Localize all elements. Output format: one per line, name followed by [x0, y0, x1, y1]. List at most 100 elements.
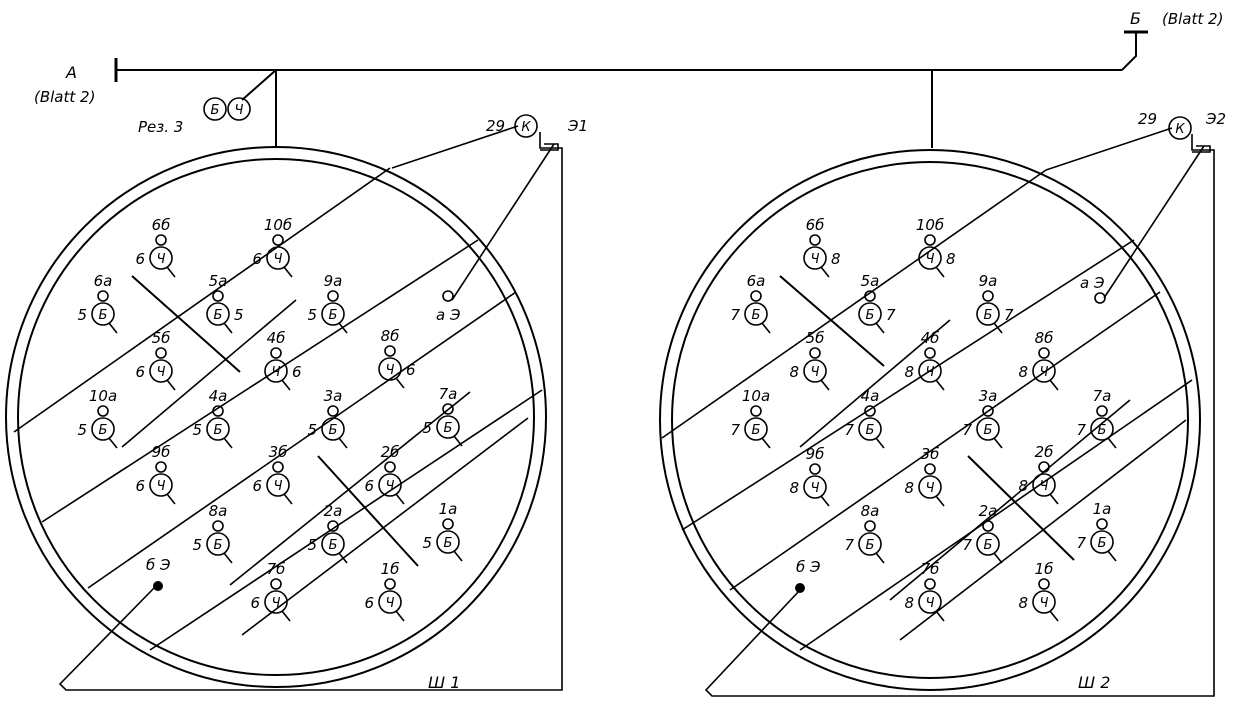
pin-label: 7б [267, 560, 286, 578]
pin-marker [1096, 405, 1108, 417]
pin-label: 8б [381, 327, 400, 345]
pin-kind-letter: Ч [157, 479, 166, 494]
pin-label: 3а [324, 387, 343, 405]
pin-label: 6б [806, 216, 825, 234]
pin-marker [212, 405, 224, 417]
pin-wire-number: 8 [789, 363, 799, 381]
pin-kind-letter: Ч [926, 365, 935, 380]
pin-kind-circle [206, 532, 230, 556]
pin-tail [993, 552, 1003, 564]
pin-label: 2б [1035, 443, 1054, 461]
pin-d-e-marker [153, 581, 163, 591]
pin-kind-letter: Б [1098, 536, 1107, 551]
pin-marker [327, 290, 339, 302]
pin-kind-circle [803, 359, 827, 383]
pin-a-e-label: а Э [1080, 274, 1105, 292]
pin-wire-number: 6 [250, 594, 260, 612]
pin-tail [1049, 379, 1059, 391]
pin-kind-letter: Ч [811, 365, 820, 380]
pin-label: 3а [979, 387, 998, 405]
pin-kind-circle [436, 530, 460, 554]
pin-tail [223, 437, 233, 449]
pin-label: 3б [921, 445, 940, 463]
pin-wire-number: 8 [904, 479, 914, 497]
ground-label: Э1 [567, 117, 588, 135]
pin-kind-circle [321, 417, 345, 441]
pin-tail [283, 493, 293, 505]
pin-label: 5а [209, 272, 228, 290]
pin-wire-number: 6 [252, 477, 262, 495]
pin-label: 6б [152, 216, 171, 234]
pin-wire-number: 8 [1018, 477, 1028, 495]
pin-tail [453, 435, 463, 447]
pin-wire-number: 5 [307, 536, 317, 554]
pin-marker [864, 290, 876, 302]
pin-marker [982, 520, 994, 532]
pin-kind-circle [1090, 417, 1114, 441]
pin-kind-circle [266, 246, 290, 270]
pin-marker [97, 290, 109, 302]
pin-kind-circle [91, 302, 115, 326]
pin-kind-circle [321, 532, 345, 556]
shield-k-circle [514, 114, 538, 138]
bus-a-sheet: (Blatt 2) [34, 88, 95, 106]
pin-wire-number: 8 [831, 250, 841, 268]
pin-tail [820, 379, 830, 391]
pin-marker [384, 345, 396, 357]
pin-label: 9б [152, 443, 171, 461]
pin-tail [281, 610, 291, 622]
pin-label: 9б [806, 445, 825, 463]
pin-marker [750, 405, 762, 417]
pin-kind-letter: Б [214, 538, 223, 553]
pin-kind-circle [321, 302, 345, 326]
pin-kind-letter: Б [866, 423, 875, 438]
pin-wire-number: 7 [962, 536, 972, 554]
pin-kind-circle [149, 359, 173, 383]
pin-marker [982, 405, 994, 417]
pin-tail [761, 437, 771, 449]
pin-wire-number: 6 [135, 477, 145, 495]
pin-marker [1038, 347, 1050, 359]
pin-marker [327, 520, 339, 532]
pin-tail [283, 266, 293, 278]
pin-kind-letter: Б [984, 308, 993, 323]
pin-wire-number: 6 [135, 250, 145, 268]
pin-wire-number: 5 [192, 536, 202, 554]
pin-wire-number: 5 [234, 306, 244, 324]
reserve-label: Рез. 3 [138, 118, 183, 136]
pin-a-e-marker [442, 290, 454, 302]
pin-wire-number: 5 [422, 534, 432, 552]
pin-kind-circle [266, 473, 290, 497]
pin-kind-circle [378, 473, 402, 497]
pin-kind-circle [744, 417, 768, 441]
pin-kind-letter: Б [752, 308, 761, 323]
pin-kind-letter: Ч [386, 363, 395, 378]
pin-tail [935, 495, 945, 507]
pin-label: 9а [979, 272, 998, 290]
pin-a-e-label: а Э [436, 306, 461, 324]
pin-kind-circle [206, 302, 230, 326]
shield-k-number: 29 [1138, 110, 1157, 128]
pin-d-e-label: б Э [146, 556, 171, 574]
pin-kind-letter: Ч [274, 479, 283, 494]
pin-label: 6а [94, 272, 113, 290]
pin-kind-letter: Б [214, 308, 223, 323]
pin-tail [338, 552, 348, 564]
pin-label: 2а [324, 502, 343, 520]
pin-tail [223, 552, 233, 564]
pin-label: 4а [209, 387, 228, 405]
